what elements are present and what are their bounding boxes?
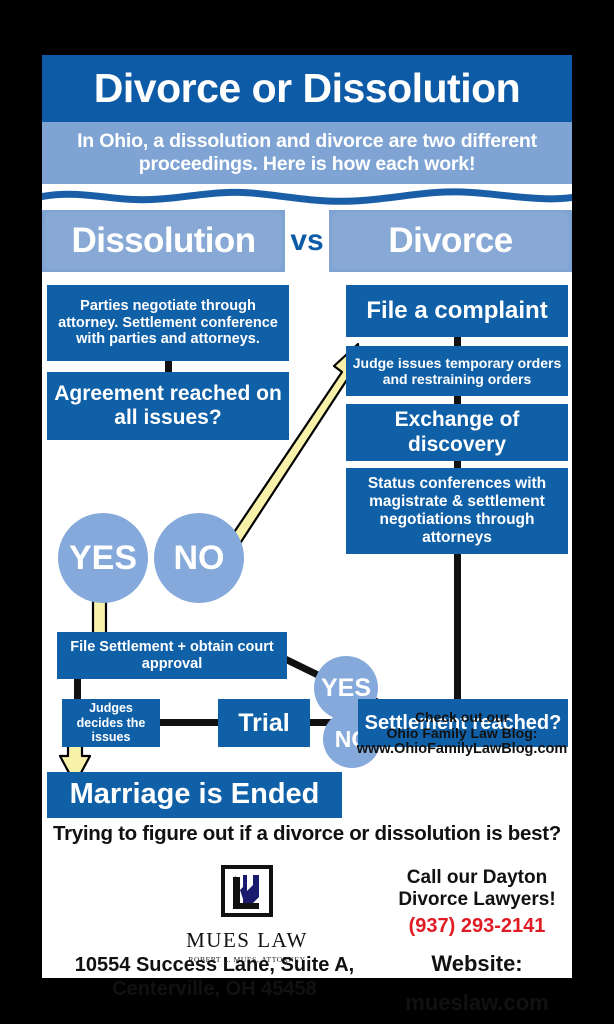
firm-phone[interactable]: (937) 293-2141 bbox=[408, 914, 546, 937]
decision-no-dissolution: NO bbox=[154, 513, 244, 603]
connector-trial-no2 bbox=[304, 719, 332, 726]
poster-subtitle-band: In Ohio, a dissolution and divorce are t… bbox=[42, 122, 572, 184]
connector-negotiate-agreement bbox=[165, 361, 172, 372]
header-dissolution-label: Dissolution bbox=[71, 221, 257, 260]
header-divorce: Divorce bbox=[332, 212, 569, 270]
step-settlement-reached: Settlement reached? bbox=[358, 699, 568, 747]
connector-status-settlement bbox=[454, 554, 461, 699]
vs-separator: vs bbox=[285, 210, 329, 272]
blog-line-1: Check out our bbox=[414, 709, 510, 725]
poster-title-bar: Divorce or Dissolution bbox=[42, 55, 572, 122]
firm-logo-subtitle: ROBERT L. MUES, ATTORNEY bbox=[188, 955, 306, 964]
infographic-poster: Divorce or Dissolution In Ohio, a dissol… bbox=[42, 55, 572, 1015]
blog-line-2: Ohio Family Law Blog: bbox=[386, 724, 538, 741]
call-line-2: Divorce Lawyers! bbox=[398, 888, 556, 910]
step-judges-decides: Judges decides the issues bbox=[62, 699, 160, 747]
website-label: Website: bbox=[431, 950, 523, 976]
mues-law-monogram-icon bbox=[221, 865, 273, 917]
firm-contact: Call our Dayton Divorce Lawyers! (937) 2… bbox=[382, 867, 572, 1016]
step-agreement-reached: Agreement reached on all issues? bbox=[47, 372, 289, 440]
header-dissolution: Dissolution bbox=[45, 212, 282, 270]
connector-temporary-discovery bbox=[454, 396, 461, 404]
page-title: Divorce or Dissolution bbox=[93, 65, 521, 111]
firm-website[interactable]: mueslaw.com bbox=[405, 990, 549, 1016]
firm-logo: MUES LAW ROBERT L. MUES, ATTORNEY bbox=[162, 865, 332, 964]
firm-address-line-2: Centerville, OH 45458 bbox=[112, 978, 317, 1000]
step-file-settlement: File Settlement + obtain court approval bbox=[57, 632, 287, 679]
blog-url[interactable]: www.OhioFamilyLawBlog.com bbox=[356, 741, 568, 758]
step-parties-negotiate: Parties negotiate through attorney. Sett… bbox=[47, 285, 289, 361]
step-file-complaint: File a complaint bbox=[346, 285, 568, 337]
step-exchange-discovery: Exchange of discovery bbox=[346, 404, 568, 461]
cta-question: Trying to figure out if a divorce or dis… bbox=[53, 822, 561, 845]
footer: MUES LAW ROBERT L. MUES, ATTORNEY 10554 … bbox=[42, 855, 572, 1015]
call-line-1: Call our Dayton bbox=[406, 867, 548, 888]
step-trial: Trial bbox=[218, 699, 310, 747]
firm-address-line-1: 10554 Success Lane, Suite A, bbox=[74, 954, 355, 976]
wave-icon bbox=[42, 184, 572, 210]
step-marriage-is-ended: Marriage is Ended bbox=[47, 772, 342, 818]
header-divorce-label: Divorce bbox=[388, 221, 513, 260]
poster-subtitle: In Ohio, a dissolution and divorce are t… bbox=[77, 130, 537, 175]
firm-logo-name: MUES LAW bbox=[186, 928, 308, 952]
vs-label: vs bbox=[290, 224, 324, 257]
step-status-conferences: Status conferences with magistrate & set… bbox=[346, 468, 568, 554]
decision-yes-dissolution: YES bbox=[58, 513, 148, 603]
wave-divider bbox=[42, 184, 572, 210]
connector-judges-trial bbox=[154, 719, 222, 726]
comparison-header-row: Dissolution vs Divorce bbox=[42, 210, 572, 272]
step-temporary-orders: Judge issues temporary orders and restra… bbox=[346, 346, 568, 396]
firm-address: 10554 Success Lane, Suite A, Centerville… bbox=[42, 953, 387, 1001]
connector-file-temporary bbox=[454, 337, 461, 346]
flowchart: Parties negotiate through attorney. Sett… bbox=[42, 272, 572, 818]
connector-discovery-status bbox=[454, 461, 461, 468]
blog-callout: Check out our Ohio Family Law Blog: www.… bbox=[352, 709, 572, 758]
